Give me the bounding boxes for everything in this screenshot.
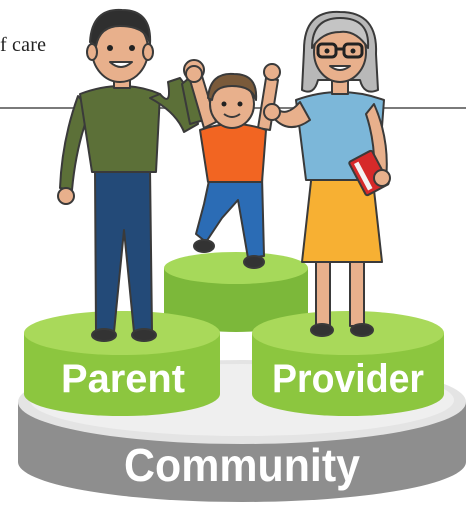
provider-label: Provider	[272, 357, 424, 401]
provider-platform: Provider	[252, 311, 444, 416]
parent-platform: Parent	[24, 311, 220, 416]
header-text-fragment: f care	[0, 34, 47, 56]
parent-label: Parent	[61, 357, 185, 401]
child-figure-icon	[185, 63, 281, 269]
community-label: Community	[124, 439, 360, 491]
child-platform	[164, 252, 308, 332]
parent-figure-icon	[57, 8, 205, 342]
provider-figure-icon	[263, 10, 391, 337]
